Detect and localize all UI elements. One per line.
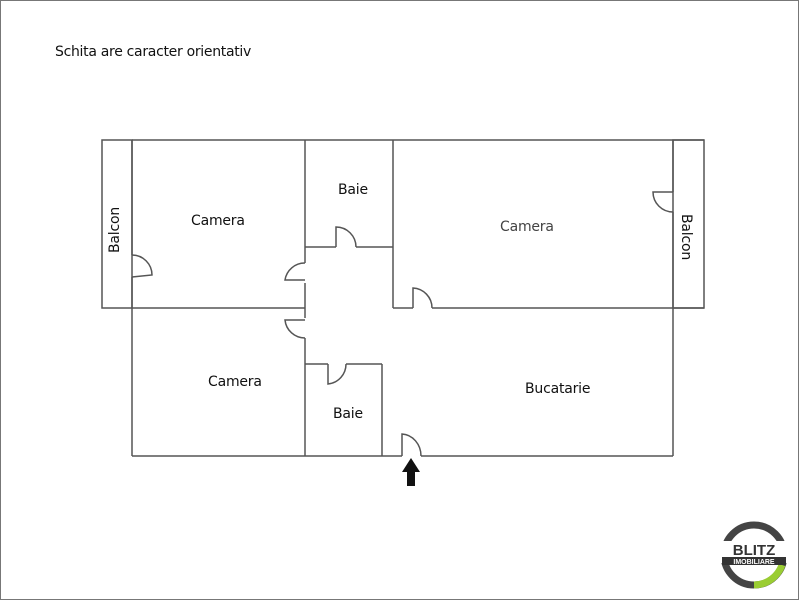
room-label-bucatarie: Bucatarie [525,381,591,397]
room-label-camera-top-right: Camera [500,219,554,235]
room-label-balcon-left: Balcon [107,206,124,254]
entrance-arrow-icon [402,458,420,486]
room-label-camera-bottom-left: Camera [208,374,262,390]
room-label-baie-top: Baie [338,182,368,198]
svg-text:IMOBILIARE: IMOBILIARE [733,559,775,566]
room-label-balcon-right: Balcon [678,213,695,261]
svg-text:BLITZ: BLITZ [733,542,776,559]
blitz-logo: BLITZ IMOBILIARE [718,519,790,591]
room-label-baie-bottom: Baie [333,406,363,422]
room-label-camera-top-left: Camera [191,213,245,229]
disclaimer-note: Schita are caracter orientativ [55,44,252,60]
